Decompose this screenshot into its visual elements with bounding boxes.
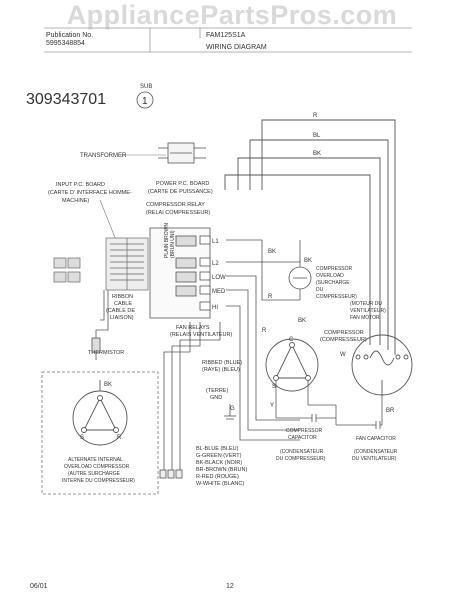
label-overload-4: DU [316, 287, 324, 293]
legend-blue: BL-BLUE (BLEU) [196, 446, 239, 452]
wire-code-bl-top: BL [313, 133, 321, 139]
label-fan-motor-2: VENTILATEUR) [350, 308, 386, 314]
wire-code-r-relay: R [268, 294, 273, 300]
thermistor [91, 337, 101, 353]
input-pc-board [105, 237, 149, 291]
terminal-med: MED [212, 289, 226, 295]
compressor-capacitor [275, 381, 336, 422]
terminal-compressor-c: C [289, 337, 294, 343]
wire-code-bk-compressor: BK [298, 318, 306, 324]
label-compressor-2: (COMPRESSEUR) [320, 337, 367, 343]
label-comp-cap-1: COMPRESSOR [286, 428, 323, 434]
terminal-l2: L2 [212, 261, 219, 267]
label-input-board-1: INPUT P.C. BOARD [56, 182, 105, 188]
label-ground-1: (TERRE) [206, 388, 228, 394]
wire-code-bk-overload: BK [304, 258, 312, 264]
terminal-wires [95, 239, 301, 470]
wire-code-y: Y [270, 403, 274, 409]
label-ribbon-2: CABLE [114, 301, 132, 307]
label-input-board-2: (CARTE D' INTERFACE HOMME- [48, 190, 132, 196]
sub-circle [136, 91, 154, 109]
display-squares [53, 257, 81, 283]
terminal-alt-r: R [117, 435, 122, 441]
label-compressor-1: COMPRESSOR [324, 330, 364, 336]
legend-black: BK-BLACK (NOIR) [196, 460, 242, 466]
label-ground-2: GND [210, 395, 222, 401]
sub-label: SUB [140, 84, 152, 90]
label-plain-brown-2: (BRUN UNI) [170, 230, 176, 258]
label-comp-cap-3: (CONDENSATEUR [280, 449, 324, 455]
wire-code-r-top: R [313, 113, 318, 119]
wire-code-bk-alt: BK [104, 382, 112, 388]
publication-label: Publication No. [46, 32, 94, 39]
wire-code-br-fan: BR [386, 408, 395, 414]
label-comp-cap-4: DU COMPRESSEUR) [276, 456, 326, 462]
publication-number: 5995348854 [46, 40, 85, 47]
terminal-alt-s: S [80, 435, 84, 441]
label-fan-cap-2: (CONDENSATEUR [354, 449, 398, 455]
terminal-hi: HI [212, 305, 218, 311]
fan-capacitor [335, 395, 383, 429]
sub-number: 1 [142, 96, 148, 107]
label-transformer: TRANSFORMER [80, 153, 127, 159]
label-overload-2: OVERLOAD [316, 273, 344, 279]
label-fan-relays-1: FAN RELAYS [176, 325, 210, 331]
compressor-overload [288, 260, 312, 300]
alternate-compressor [72, 380, 128, 446]
label-plain-brown-1: PLAIN BROWN [164, 223, 170, 258]
label-overload-5: COMPRESSEUR) [316, 294, 357, 300]
part-number: 309343701 [26, 91, 106, 108]
fan-motor [351, 334, 413, 396]
label-fan-cap-1: FAN CAPACITOR [356, 436, 396, 442]
footer-date: 06/01 [30, 583, 48, 590]
label-comp-cap-2: CAPACITOR [288, 435, 317, 441]
compressor [265, 338, 319, 392]
label-ribbon-4: LIAISON) [110, 315, 134, 321]
label-ribbed-2: (RAYE) (BLEU) [202, 367, 240, 373]
wire-code-w-fan: W [340, 352, 346, 358]
label-fan-relays-2: (RELAIS VENTILATEUR) [170, 332, 232, 338]
feed-wires [224, 119, 396, 355]
label-thermistor: THERMISTOR [88, 350, 124, 356]
wire-code-bk-relay: BK [268, 249, 276, 255]
terminal-compressor-s: S [272, 384, 276, 390]
legend-white: W-WHITE (BLANC) [196, 481, 244, 487]
wire-code-r-compressor: R [262, 328, 267, 334]
ground-symbol [224, 404, 236, 420]
label-fan-motor-3: FAN MOTOR [350, 315, 380, 321]
footer-page-number: 12 [226, 583, 234, 590]
label-power-board-1: POWER P.C. BOARD [156, 181, 209, 187]
label-alt-3: (AUTRE SURCHARGE [68, 471, 121, 477]
wire-code-g-ground: G [230, 406, 235, 412]
power-pc-board [149, 227, 211, 319]
terminal-l1: L1 [212, 239, 219, 245]
legend-brown: BR-BROWN (BRUN) [196, 467, 247, 473]
legend-red: R-RED (ROUGE) [196, 474, 239, 480]
diagram-title: WIRING DIAGRAM [206, 44, 267, 51]
label-overload-1: COMPRESSOR [316, 266, 353, 272]
wire-code-bk-top: BK [313, 151, 321, 157]
label-overload-3: (SURCHARGE [316, 280, 350, 286]
label-fan-motor-1: (MOTEUR DU [350, 301, 382, 307]
label-comp-relay-2: (RELAI COMPRESSEUR) [146, 210, 210, 216]
label-power-board-2: (CARTE DE PUISSANCE) [148, 189, 213, 195]
label-alt-2: OVERLOAD COMPRESSOR [64, 464, 130, 470]
label-ribbon-3: (CABLE DE [106, 308, 135, 314]
label-fan-cap-3: DU VENTILATEUR) [352, 456, 397, 462]
label-ribbon-1: RIBBON [112, 294, 133, 300]
label-ribbed-1: RIBBED (BLUE) [202, 360, 242, 366]
terminal-low: LOW [212, 275, 226, 281]
label-alt-4: INTERNE DU COMPRESSEUR) [62, 478, 135, 484]
label-input-board-3: MACHINE) [62, 198, 89, 204]
label-comp-relay-1: COMPRESSOR RELAY [146, 202, 205, 208]
legend-green: G-GREEN (VERT) [196, 453, 242, 459]
power-plug [159, 469, 183, 479]
transformer [158, 142, 206, 164]
model-number: FAM125S1A [206, 32, 246, 39]
alternate-overload-box [41, 371, 159, 495]
label-alt-1: ALTERNATE INTERNAL [68, 457, 123, 463]
